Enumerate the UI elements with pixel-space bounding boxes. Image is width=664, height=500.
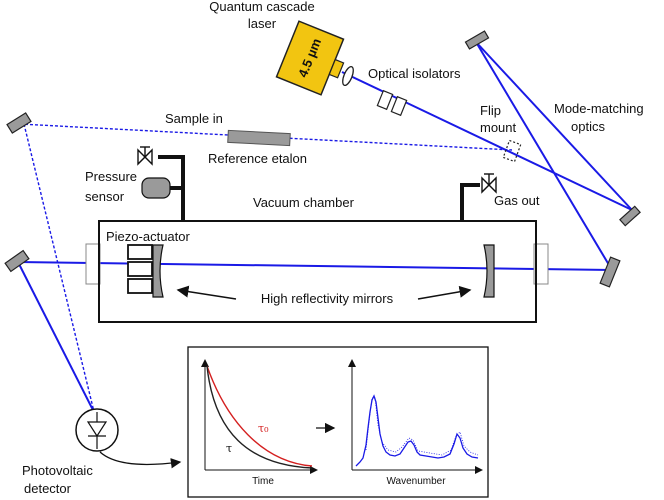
detector-label-line2: detector xyxy=(24,481,72,496)
detector-signal-arrow xyxy=(99,451,182,469)
beam-paths xyxy=(17,41,633,421)
optical-isolators xyxy=(376,89,408,117)
flip-mount-label-line1: Flip xyxy=(480,103,501,118)
quantum-cascade-laser: 4.5 µm xyxy=(275,20,345,96)
lens xyxy=(342,65,354,87)
spectrum-plot: Wavenumber xyxy=(348,359,483,487)
spectrum-noise xyxy=(365,397,479,456)
beam-to-detector xyxy=(17,261,99,421)
piezo-actuator xyxy=(127,244,153,294)
outlet-valve-icon xyxy=(481,173,497,194)
window-left xyxy=(85,243,101,285)
tau0-label: τ₀ xyxy=(258,422,269,435)
gas-out-label: Gas out xyxy=(494,193,540,208)
mode-matching-label-line2: optics xyxy=(571,119,605,134)
flip-mount-label-line2: mount xyxy=(480,120,517,135)
pressure-sensor-label-line1: Pressure xyxy=(85,169,137,184)
decay-curve-tau xyxy=(206,365,313,469)
mirror-top-right xyxy=(464,30,490,50)
spectrum-trace xyxy=(355,394,479,467)
arrow-right xyxy=(417,285,472,300)
flip-mount xyxy=(502,139,522,163)
beam-mode-matching-upper xyxy=(475,41,633,211)
laser-label-line2: laser xyxy=(248,16,277,31)
decay-plot: τ₀ τ Time xyxy=(201,359,318,487)
detector-label-line1: Photovoltaic xyxy=(22,463,93,478)
data-inset-panel xyxy=(187,346,489,498)
window-right xyxy=(533,243,549,285)
laser-label-line1: Quantum cascade xyxy=(209,0,315,14)
cavity-mirror-right xyxy=(483,244,495,298)
mirror-left-lower xyxy=(4,249,30,273)
beam-mode-matching-lower xyxy=(475,41,613,271)
photovoltaic-detector-icon xyxy=(75,408,119,452)
pressure-sensor-icon xyxy=(141,177,171,199)
high-reflectivity-mirrors-label: High reflectivity mirrors xyxy=(261,291,394,306)
sample-in-label: Sample in xyxy=(165,111,223,126)
arrow-left xyxy=(176,285,237,300)
mirror-right-lower xyxy=(599,256,621,288)
mode-matching-label-line1: Mode-matching xyxy=(554,101,644,116)
decay-curve-tau0 xyxy=(206,365,313,467)
gas-outlet-plumbing xyxy=(460,183,480,220)
spectrum-x-label: Wavenumber xyxy=(386,476,446,487)
beam-through-cavity xyxy=(17,261,613,271)
inlet-valve-icon xyxy=(137,146,153,166)
cavity-mirror-left xyxy=(152,244,164,298)
pressure-sensor-label-line2: sensor xyxy=(85,189,125,204)
decay-x-label: Time xyxy=(252,476,274,487)
vacuum-chamber xyxy=(98,220,537,323)
vacuum-chamber-label: Vacuum chamber xyxy=(253,195,355,210)
laser-aperture xyxy=(328,58,345,79)
mirror-top-left xyxy=(6,112,32,134)
tau-label: τ xyxy=(226,442,232,455)
reference-beam-left xyxy=(23,123,97,421)
steering-mirrors xyxy=(4,30,641,288)
reference-etalon-label: Reference etalon xyxy=(208,151,307,166)
mirror-right-middle xyxy=(619,205,641,227)
reference-etalon xyxy=(227,129,291,147)
piezo-actuator-label: Piezo-actuator xyxy=(106,229,190,244)
optical-isolators-label: Optical isolators xyxy=(368,66,461,81)
